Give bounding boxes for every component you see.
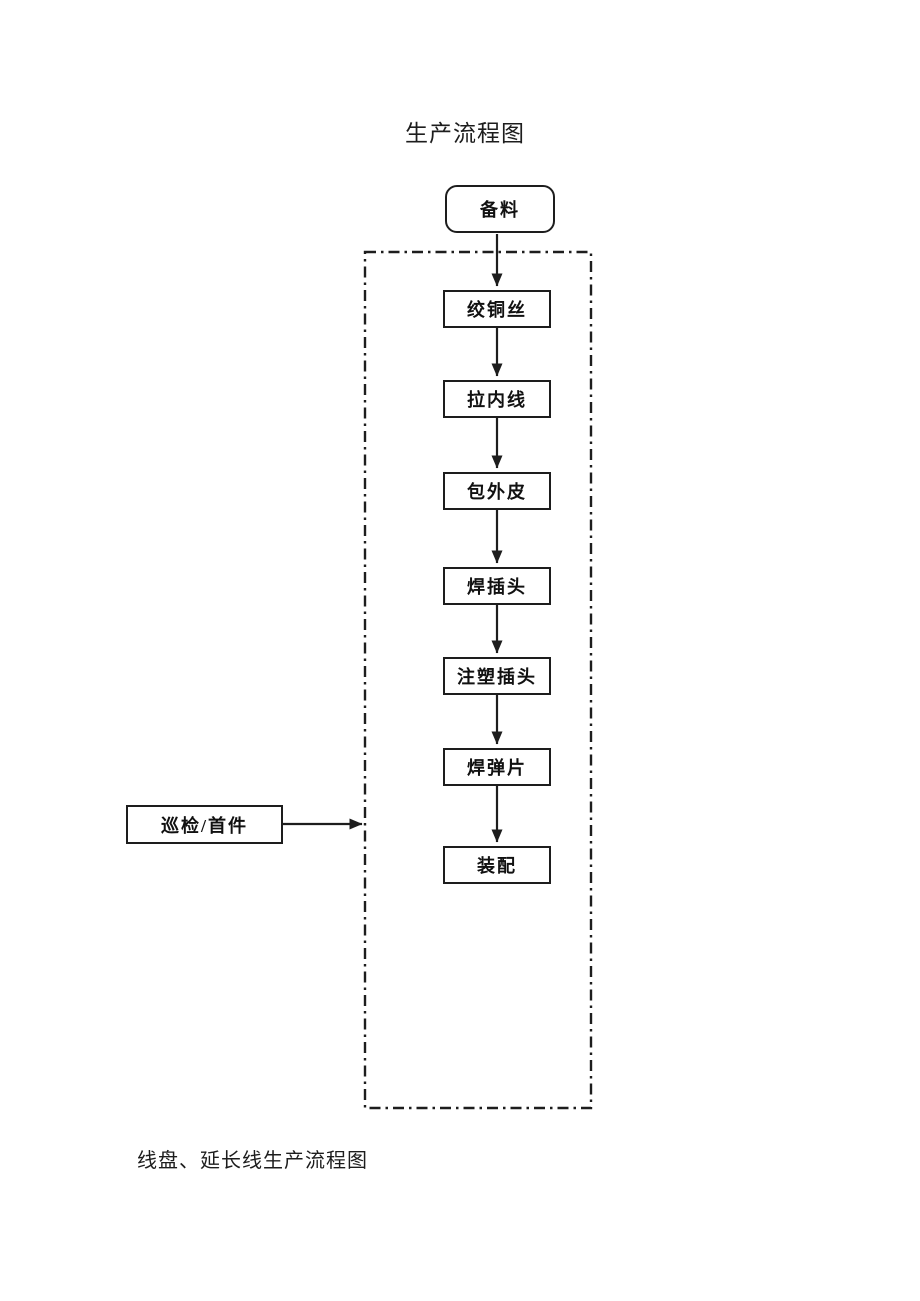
flow-node-wrap-outer-sheath: 包外皮 (443, 472, 551, 510)
flow-node-draw-inner-wire: 拉内线 (443, 380, 551, 418)
flow-node-solder-plug: 焊插头 (443, 567, 551, 605)
flow-node-assembly: 装配 (443, 846, 551, 884)
flow-node-solder-spring-contact: 焊弹片 (443, 748, 551, 786)
diagram-title: 生产流程图 (405, 121, 525, 146)
flow-node-inspection-first-article: 巡检/首件 (126, 805, 283, 844)
flow-node-injection-mold-plug: 注塑插头 (443, 657, 551, 695)
flow-node-start: 备料 (445, 185, 555, 233)
flow-node-twist-copper-wire: 绞铜丝 (443, 290, 551, 328)
diagram-caption: 线盘、延长线生产流程图 (137, 1150, 368, 1172)
